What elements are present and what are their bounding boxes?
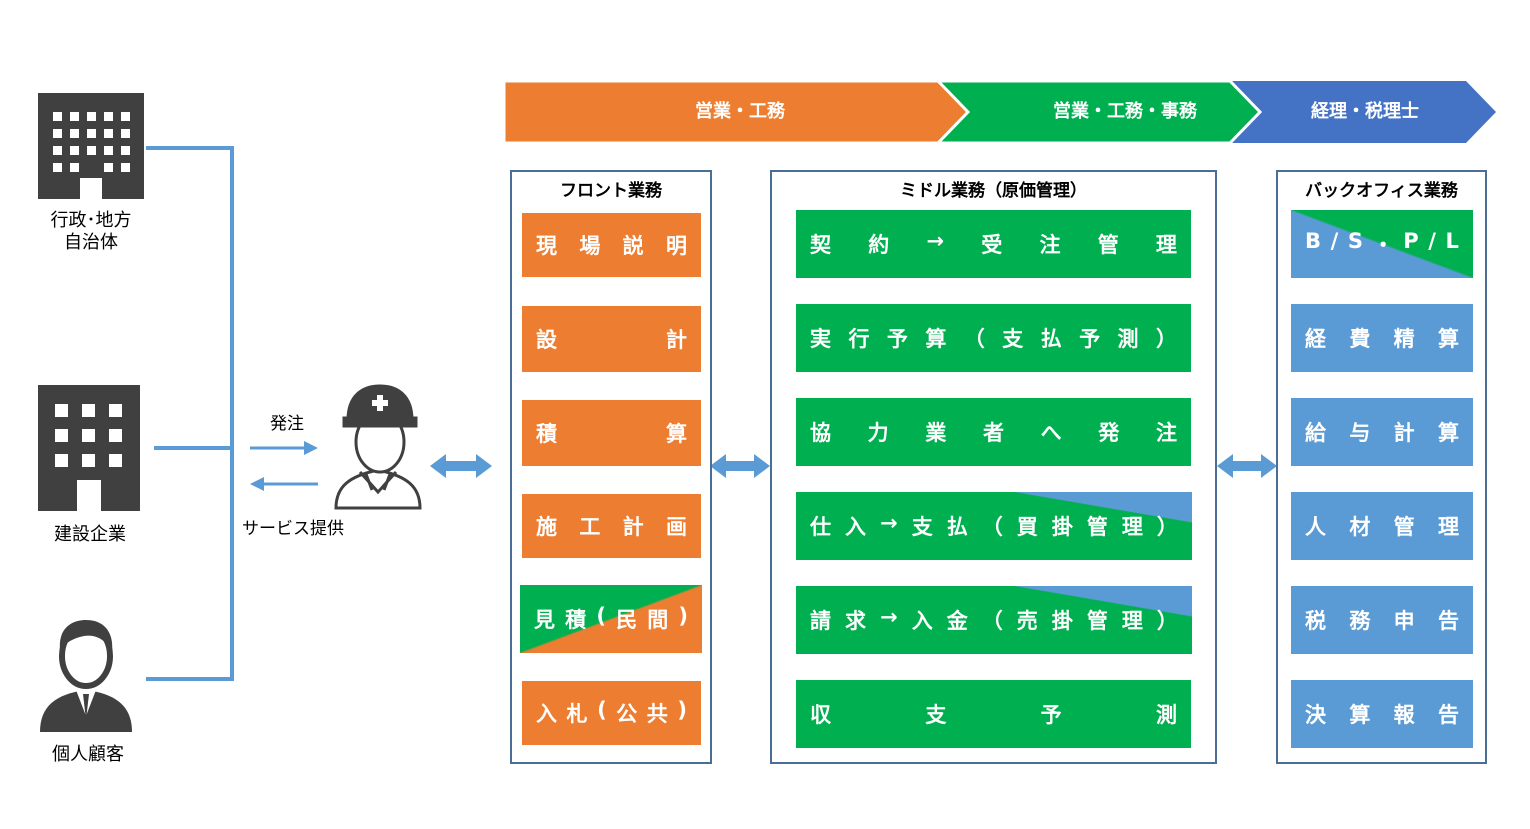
construction-worker-icon — [334, 384, 422, 510]
middle-item-label: 実行予算（支払予測） — [810, 327, 1177, 351]
back-item-label: B/S・P/L — [1305, 229, 1459, 257]
back-item-label: 税務申告 — [1305, 609, 1459, 633]
back-item-label: 給与計算 — [1305, 421, 1459, 445]
front-item-label: 積算 — [536, 422, 687, 446]
banner-accounting-tax: 経理・税理士 — [1311, 101, 1419, 122]
front-item-label: 入札(公共) — [536, 698, 687, 726]
double-arrow-front-middle — [710, 454, 770, 478]
front-item-label: 見積(民間) — [534, 604, 688, 632]
back-item-expense: 経費精算 — [1291, 304, 1473, 372]
double-arrow-contractor-front — [430, 454, 492, 478]
middle-item-label: 収支予測 — [810, 703, 1177, 727]
middle-item-contract-order: 契約→受注管理 — [796, 210, 1191, 278]
middle-item-label: 協力業者へ発注 — [810, 421, 1177, 445]
client-label-construction: 建設企業 — [54, 524, 126, 545]
front-item-construction-plan: 施工計画 — [522, 494, 701, 558]
middle-item-subcontract-order: 協力業者へ発注 — [796, 398, 1191, 466]
service-arrow — [250, 477, 318, 491]
back-item-hr: 人材管理 — [1291, 492, 1473, 560]
panel-title: バックオフィス業務 — [1305, 181, 1458, 201]
order-label: 発注 — [270, 414, 304, 434]
client-label-line: 行政･地方 — [50, 210, 132, 231]
panel-title: ミドル業務（原価管理） — [900, 181, 1087, 201]
banner-sales-engineering-office: 営業・工務・事務 — [1053, 101, 1197, 122]
back-item-label: 経費精算 — [1305, 327, 1459, 351]
back-item-label: 人材管理 — [1305, 515, 1459, 539]
banner-sales-engineering: 営業・工務 — [695, 101, 785, 122]
middle-item-label: 契約→受注管理 — [810, 229, 1177, 257]
client-label-government: 行政･地方 自治体 — [40, 210, 142, 254]
middle-item-billing-receivables: 請求→入金（売掛管理） — [796, 586, 1192, 654]
front-item-label: 現場説明 — [536, 234, 687, 258]
double-arrow-middle-back — [1217, 454, 1277, 478]
office-building-icon — [38, 385, 140, 511]
middle-item-purchase-payables: 仕入→支払（買掛管理） — [796, 492, 1192, 560]
front-item-bid-public: 入札(公共) — [522, 681, 701, 745]
panel-title: フロント業務 — [560, 181, 662, 201]
office-building-icon — [38, 93, 144, 199]
back-item-bs-pl: B/S・P/L — [1291, 210, 1473, 278]
back-item-payroll: 給与計算 — [1291, 398, 1473, 466]
front-item-quote-private: 見積(民間) — [520, 585, 702, 653]
middle-item-income-forecast: 収支予測 — [796, 680, 1191, 748]
back-item-settlement: 決算報告 — [1291, 680, 1473, 748]
back-item-label: 決算報告 — [1305, 703, 1459, 727]
service-label: サービス提供 — [242, 519, 344, 539]
middle-item-label: 仕入→支払（買掛管理） — [810, 511, 1178, 539]
banner-chevrons — [502, 79, 1496, 145]
front-item-estimation: 積算 — [522, 400, 701, 466]
front-item-label: 施工計画 — [536, 515, 687, 539]
person-suit-icon — [40, 620, 132, 732]
middle-item-budget: 実行予算（支払予測） — [796, 304, 1191, 372]
front-item-design: 設計 — [522, 306, 701, 372]
back-item-tax-filing: 税務申告 — [1291, 586, 1473, 654]
front-item-label: 設計 — [536, 328, 687, 352]
front-item-site-briefing: 現場説明 — [522, 213, 701, 277]
client-label-individual: 個人顧客 — [52, 744, 124, 765]
order-arrow — [250, 441, 318, 455]
client-connector-lines — [146, 146, 234, 681]
middle-item-label: 請求→入金（売掛管理） — [810, 605, 1178, 633]
client-label-line: 自治体 — [64, 232, 118, 253]
